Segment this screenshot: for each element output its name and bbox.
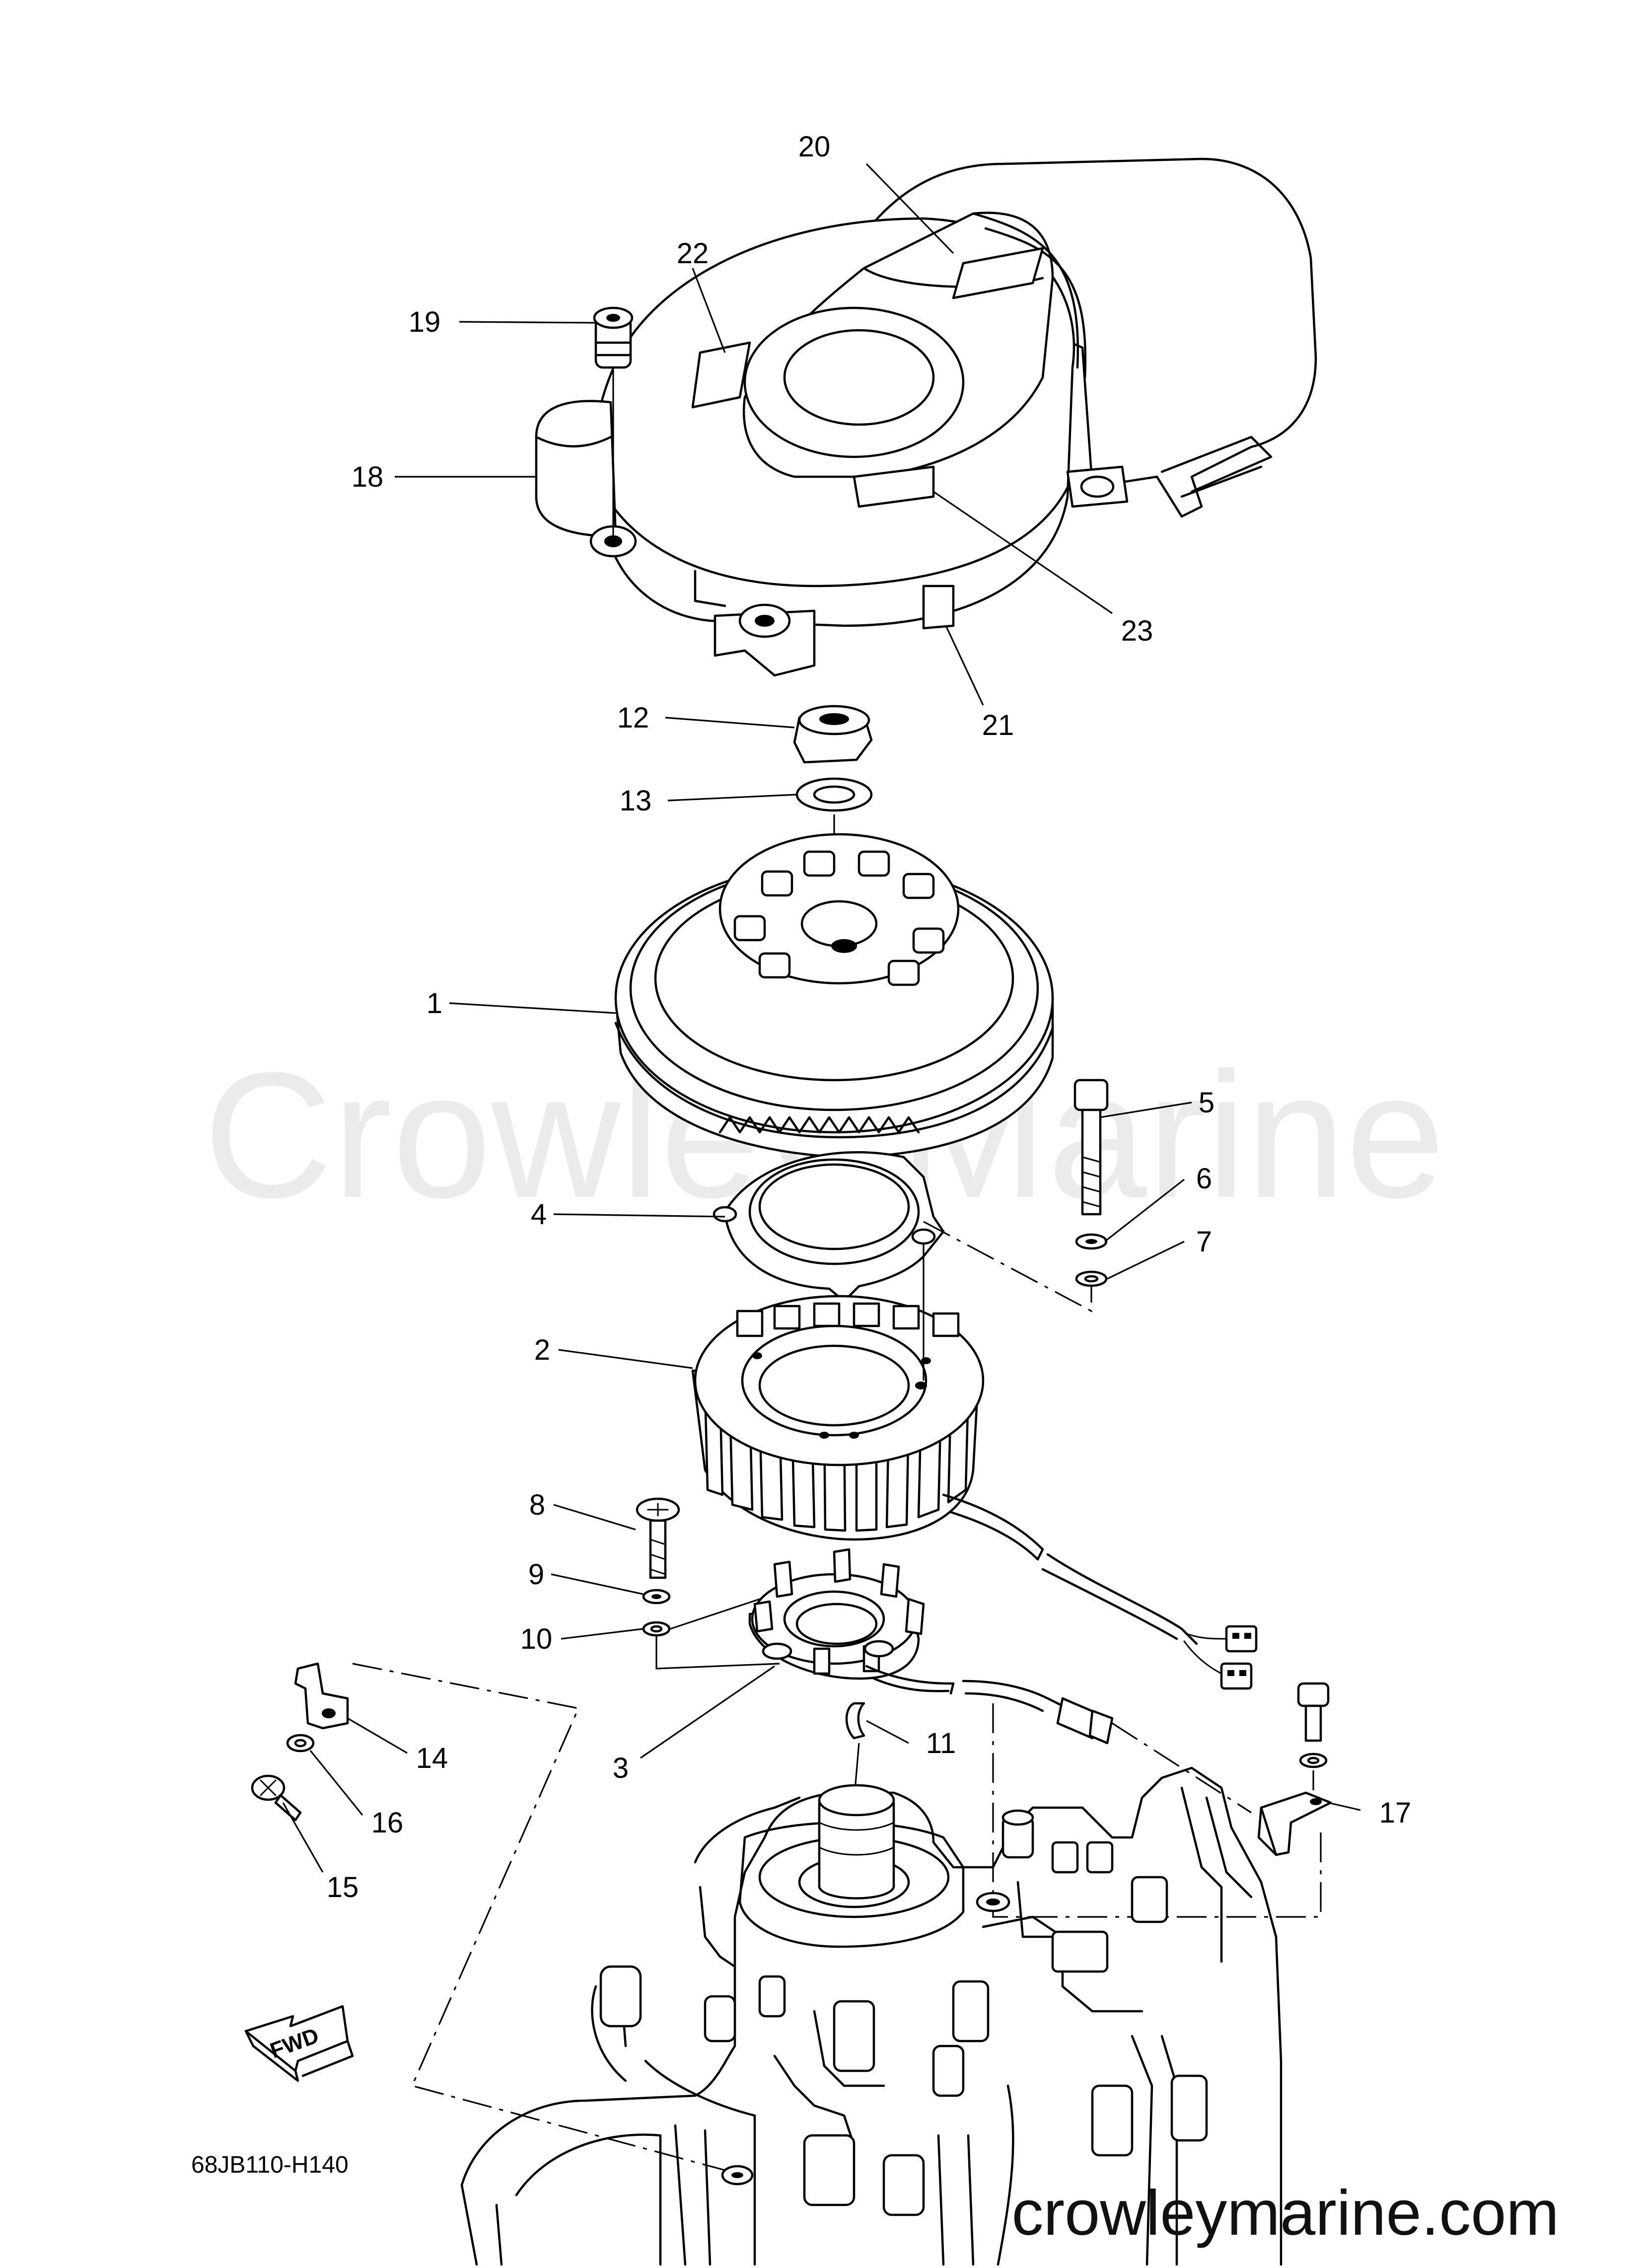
- callout-15: 15: [327, 1871, 359, 1903]
- callout-13: 13: [620, 785, 652, 817]
- callout-22: 22: [677, 237, 709, 270]
- leader-lines: [282, 163, 1361, 1873]
- bolt-5: [1073, 1079, 1109, 1216]
- callout-10: 10: [520, 1623, 553, 1655]
- bracket-17: [1257, 1791, 1332, 1856]
- callout-23: 23: [1121, 615, 1153, 647]
- key-11: [845, 1702, 865, 1740]
- callout-7: 7: [1196, 1226, 1212, 1258]
- flywheel: [614, 833, 1054, 1159]
- screw-15: [251, 1774, 302, 1822]
- washer-10: [642, 1621, 671, 1637]
- callout-12: 12: [617, 702, 649, 734]
- screw-8: [636, 1497, 680, 1579]
- callout-18: 18: [352, 461, 384, 493]
- washer-16: [286, 1734, 315, 1753]
- callout-3: 3: [613, 1752, 629, 1784]
- assembly-line-5: [923, 1221, 1092, 1313]
- callout-21: 21: [982, 709, 1014, 741]
- stator-2: [691, 1295, 985, 1541]
- engine-block: [460, 1766, 1283, 2266]
- callout-5: 5: [1199, 1087, 1214, 1119]
- callout-2: 2: [534, 1334, 550, 1366]
- callout-6: 6: [1196, 1163, 1212, 1195]
- site-footer-link[interactable]: crowleymarine.com: [1012, 2178, 1560, 2249]
- grommet-19: [593, 306, 634, 536]
- callout-8: 8: [529, 1489, 545, 1521]
- pulser-coil-3: [748, 1548, 1114, 1745]
- callout-11: 11: [926, 1727, 956, 1759]
- callout-9: 9: [528, 1558, 544, 1591]
- callout-1: 1: [427, 987, 442, 1020]
- fwd-arrow-icon: FWD: [244, 2005, 354, 2082]
- diagram-code: 68JB110-H140: [191, 2152, 349, 2178]
- callout-4: 4: [531, 1198, 547, 1231]
- stator-wire-harness: [942, 1493, 1258, 1690]
- pulser-tabs: [753, 1548, 925, 1675]
- callout-labels: 20 22 19 18 23 21 12 13 1 5 6 7 4 2 8 9 …: [327, 131, 1412, 1903]
- callout-17: 17: [1379, 1797, 1412, 1829]
- clamp-14: [294, 1662, 349, 1730]
- flywheel-bolt-bosses: [733, 850, 945, 986]
- assembly-line-14: [352, 1663, 725, 2171]
- stator-plate-4: [713, 1151, 945, 1303]
- washer-7: [1075, 1270, 1108, 1287]
- callout-19: 19: [409, 306, 441, 338]
- stator-top-teeth: [736, 1302, 960, 1337]
- lock-washer-6: [1075, 1233, 1108, 1250]
- flywheel-cover: [535, 157, 1317, 677]
- callout-14: 14: [416, 1742, 448, 1774]
- bolt-17: [1297, 1682, 1330, 1768]
- callout-20: 20: [798, 131, 831, 163]
- washer-13: [795, 777, 873, 812]
- lock-washer-9: [642, 1589, 671, 1605]
- callout-16: 16: [371, 1807, 404, 1839]
- nut-12: [793, 705, 873, 764]
